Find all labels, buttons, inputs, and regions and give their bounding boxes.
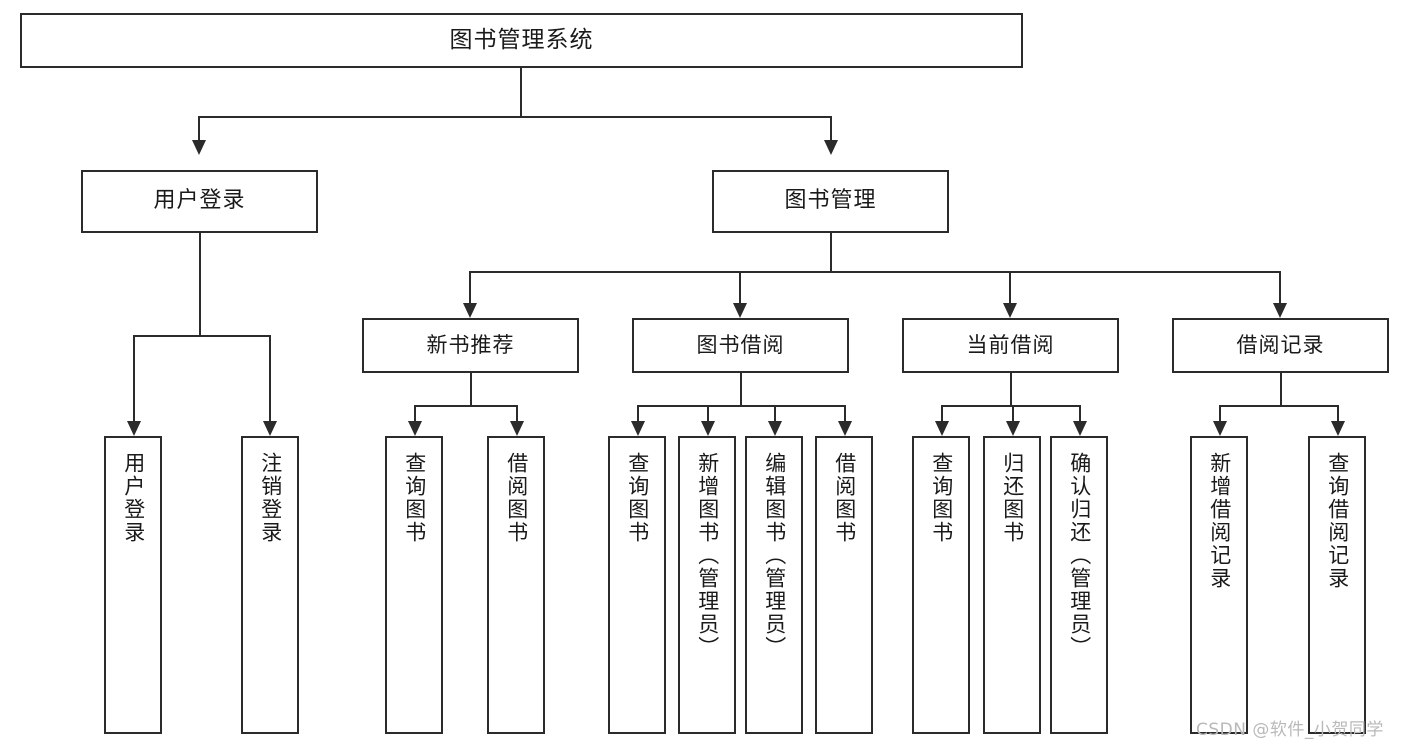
arrowhead-leaf-logout	[263, 421, 277, 436]
node-leaf-user-login[interactable]: 用户登录	[104, 436, 162, 734]
edge-bm-drop-3	[1009, 271, 1011, 303]
arrowhead-current-borrow	[1003, 303, 1017, 318]
node-leaf-query-record[interactable]: 查询借阅记录	[1308, 436, 1366, 734]
edge-cb-bus	[941, 405, 1079, 407]
arrowhead-leaf-user-login	[127, 421, 141, 436]
arrowhead-leaf-edit-book	[768, 421, 782, 436]
node-label: 注销登录	[258, 452, 283, 544]
node-label: 新增借阅记录	[1207, 452, 1232, 590]
node-borrow-record[interactable]: 借阅记录	[1172, 318, 1389, 373]
node-user-login[interactable]: 用户登录	[81, 170, 318, 233]
arrowhead-user-login	[192, 140, 206, 155]
edge-bb-drop-1	[637, 405, 639, 421]
node-leaf-borrow-book-1[interactable]: 借阅图书	[487, 436, 545, 734]
edge-userlogin-stem	[199, 233, 201, 335]
arrowhead-leaf-query-book-2	[631, 421, 645, 436]
edge-root-drop-user	[198, 116, 200, 140]
node-leaf-query-book-1[interactable]: 查询图书	[385, 436, 443, 734]
node-leaf-add-book[interactable]: 新增图书（管理员）	[678, 436, 736, 734]
arrowhead-leaf-query-record	[1331, 421, 1345, 436]
node-label: 图书借阅	[696, 332, 785, 357]
node-leaf-return-book[interactable]: 归还图书	[983, 436, 1041, 734]
node-label: 确认归还（管理员）	[1067, 452, 1092, 659]
node-leaf-logout[interactable]: 注销登录	[241, 436, 299, 734]
node-leaf-query-book-3[interactable]: 查询图书	[912, 436, 970, 734]
edge-bb-drop-4	[844, 405, 846, 421]
arrowhead-borrow-record	[1273, 303, 1287, 318]
node-label: 新增图书（管理员）	[695, 452, 720, 659]
node-label: 查询图书	[625, 452, 650, 544]
edge-cb-stem	[1010, 373, 1012, 405]
arrowhead-leaf-add-book	[701, 421, 715, 436]
arrowhead-leaf-return-book	[1006, 421, 1020, 436]
node-label: 图书管理	[784, 188, 877, 214]
node-label: 归还图书	[1000, 452, 1025, 544]
edge-bookmanage-stem	[830, 233, 832, 271]
node-leaf-query-book-2[interactable]: 查询图书	[608, 436, 666, 734]
edge-bb-bus	[637, 405, 844, 407]
arrowhead-new-book-recommend	[463, 303, 477, 318]
arrowhead-leaf-borrow-book-1	[510, 421, 524, 436]
edge-br-stem	[1280, 373, 1282, 405]
arrowhead-book-manage	[824, 140, 838, 155]
arrowhead-leaf-borrow-book-2	[838, 421, 852, 436]
node-current-borrow[interactable]: 当前借阅	[902, 318, 1119, 373]
edge-root-bus	[198, 116, 832, 118]
edge-root-stem	[520, 68, 522, 116]
node-label: 查询借阅记录	[1325, 452, 1350, 590]
node-label: 查询图书	[402, 452, 427, 544]
node-label: 借阅图书	[504, 452, 529, 544]
edge-nbr-drop-1	[414, 405, 416, 421]
node-new-book-recommend[interactable]: 新书推荐	[362, 318, 579, 373]
edge-cb-drop-2	[1012, 405, 1014, 421]
edge-userlogin-bus	[133, 335, 271, 337]
node-label: 借阅图书	[832, 452, 857, 544]
node-label: 用户登录	[121, 452, 146, 544]
node-leaf-add-record[interactable]: 新增借阅记录	[1190, 436, 1248, 734]
edge-userlogin-drop-1	[133, 335, 135, 421]
node-book-borrow[interactable]: 图书借阅	[632, 318, 849, 373]
edge-bm-drop-1	[469, 271, 471, 303]
edge-nbr-drop-2	[516, 405, 518, 421]
edge-br-drop-1	[1219, 405, 1221, 421]
arrowhead-leaf-query-book-1	[408, 421, 422, 436]
node-leaf-borrow-book-2[interactable]: 借阅图书	[815, 436, 873, 734]
node-label: 编辑图书（管理员）	[762, 452, 787, 659]
node-label: 查询图书	[929, 452, 954, 544]
arrowhead-leaf-query-book-3	[935, 421, 949, 436]
edge-bb-drop-3	[774, 405, 776, 421]
edge-nbr-bus	[414, 405, 516, 407]
csdn-watermark: CSDN @软件_小贺同学	[1196, 720, 1384, 740]
edge-bb-stem	[740, 373, 742, 405]
node-root-system[interactable]: 图书管理系统	[20, 13, 1023, 68]
node-leaf-confirm-return[interactable]: 确认归还（管理员）	[1050, 436, 1108, 734]
edge-bm-drop-2	[739, 271, 741, 303]
edge-cb-drop-3	[1079, 405, 1081, 421]
edge-bm-drop-4	[1279, 271, 1281, 303]
node-label: 借阅记录	[1236, 332, 1325, 357]
node-label: 新书推荐	[426, 332, 515, 357]
edge-nbr-stem	[470, 373, 472, 405]
node-book-manage[interactable]: 图书管理	[712, 170, 949, 233]
node-label: 图书管理系统	[449, 26, 594, 53]
edge-userlogin-drop-2	[269, 335, 271, 421]
edge-bookmanage-bus	[469, 271, 1281, 273]
edge-br-bus	[1219, 405, 1337, 407]
edge-br-drop-2	[1337, 405, 1339, 421]
arrowhead-leaf-add-record	[1213, 421, 1227, 436]
edge-cb-drop-1	[941, 405, 943, 421]
arrowhead-book-borrow	[733, 303, 747, 318]
node-label: 用户登录	[153, 188, 246, 214]
arrowhead-leaf-confirm-return	[1073, 421, 1087, 436]
edge-root-drop-book	[830, 116, 832, 140]
node-leaf-edit-book[interactable]: 编辑图书（管理员）	[745, 436, 803, 734]
node-label: 当前借阅	[966, 332, 1055, 357]
edge-bb-drop-2	[707, 405, 709, 421]
